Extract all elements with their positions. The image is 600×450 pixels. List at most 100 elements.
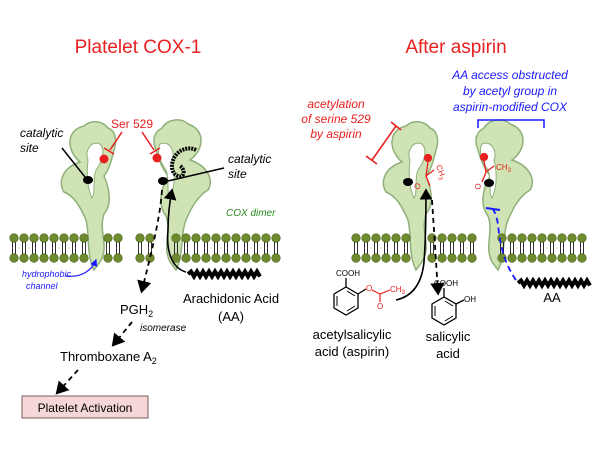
salicylic-label-2: acid bbox=[436, 346, 460, 361]
lipid-head bbox=[537, 233, 547, 243]
lipid-head bbox=[457, 233, 467, 243]
lipid-tail bbox=[460, 242, 464, 248]
arachidonic-acid-label-1: Arachidonic Acid bbox=[183, 291, 279, 306]
access-note-2: by acetyl group in bbox=[463, 84, 557, 98]
ser529-label: Ser 529 bbox=[111, 117, 153, 131]
lipid-tail bbox=[184, 242, 188, 248]
lipid-tail bbox=[204, 248, 208, 254]
lipid-tail bbox=[384, 248, 388, 254]
catalytic-cavity-left bbox=[86, 142, 104, 199]
lipid-tail bbox=[374, 242, 378, 248]
lipid-tail bbox=[224, 242, 228, 248]
lipid-tail bbox=[204, 242, 208, 248]
lipid-head bbox=[557, 233, 567, 243]
lipid-head bbox=[181, 233, 191, 243]
lipid-head bbox=[351, 233, 361, 243]
isomerase-label: isomerase bbox=[140, 323, 187, 334]
lipid-head bbox=[231, 253, 241, 263]
acetyl-group-left bbox=[423, 153, 435, 187]
lipid-head bbox=[577, 233, 587, 243]
lipid-tail bbox=[364, 242, 368, 248]
lipid-tail bbox=[530, 248, 534, 254]
lipid-tail bbox=[214, 242, 218, 248]
aspirin-structure bbox=[333, 278, 367, 316]
lipid-tail bbox=[364, 248, 368, 254]
lipid-tail bbox=[224, 248, 228, 254]
catalytic-site-label-right-1: catalytic bbox=[228, 152, 271, 166]
lipid-head bbox=[29, 253, 39, 263]
aspirin-label-1: acetylsalicylic bbox=[313, 327, 392, 342]
lipid-tail bbox=[174, 242, 178, 248]
lipid-tail bbox=[580, 242, 584, 248]
aspirin-ester-o: O bbox=[366, 284, 372, 293]
lipid-tail bbox=[194, 248, 198, 254]
thromboxane-dashed-arrow bbox=[111, 321, 133, 347]
pgh2-dashed-arrow bbox=[137, 189, 163, 294]
lipid-head bbox=[381, 253, 391, 263]
lipid-head bbox=[145, 233, 155, 243]
acetylation-note-3: by aspirin bbox=[310, 127, 362, 141]
access-note-1: AA access obstructed bbox=[451, 68, 568, 82]
lipid-head bbox=[103, 233, 113, 243]
ser529-pointer-left bbox=[109, 131, 123, 151]
lipid-tail bbox=[264, 242, 268, 248]
lipid-head bbox=[9, 233, 19, 243]
lipid-head bbox=[381, 233, 391, 243]
lipid-head bbox=[447, 253, 457, 263]
lipid-head bbox=[577, 253, 587, 263]
lipid-head bbox=[391, 233, 401, 243]
lipid-head bbox=[59, 233, 69, 243]
lipid-tail bbox=[42, 242, 46, 248]
lipid-head bbox=[9, 253, 19, 263]
lipid-head bbox=[507, 233, 517, 243]
lipid-head bbox=[567, 233, 577, 243]
arachidonic-acid-label-2: (AA) bbox=[218, 309, 244, 324]
lipid-tail bbox=[106, 242, 110, 248]
lipid-head bbox=[113, 233, 123, 243]
lipid-head bbox=[557, 253, 567, 263]
lipid-head bbox=[537, 253, 547, 263]
cox-monomer-right bbox=[153, 119, 211, 272]
lipid-tail bbox=[460, 248, 464, 254]
lipid-tail bbox=[580, 248, 584, 254]
catalytic-pointer-right bbox=[167, 167, 225, 182]
lipid-head bbox=[145, 253, 155, 263]
lipid-head bbox=[211, 253, 221, 263]
hydrophobic-channel-pointer bbox=[65, 258, 98, 277]
blocked-aa-path bbox=[491, 207, 517, 281]
acetyl-o-right: O bbox=[473, 183, 483, 191]
lipid-head bbox=[135, 253, 145, 263]
lipid-head bbox=[467, 253, 477, 263]
acetylation-note-1: acetylation bbox=[307, 97, 365, 111]
lipid-tail bbox=[354, 248, 358, 254]
aspirin-ch3: CH3 bbox=[390, 285, 406, 296]
catalytic-site-label-right-2: site bbox=[228, 167, 247, 181]
lipid-tail bbox=[22, 242, 26, 248]
lipid-head bbox=[201, 233, 211, 243]
lipid-tail bbox=[470, 242, 474, 248]
right-panel-title: After aspirin bbox=[405, 37, 506, 58]
lipid-head bbox=[19, 233, 29, 243]
lipid-head bbox=[191, 253, 201, 263]
acetyl-o-left: O bbox=[412, 182, 423, 191]
lipid-tail bbox=[138, 242, 142, 248]
lipid-tail bbox=[530, 242, 534, 248]
lipid-tail bbox=[106, 248, 110, 254]
lipid-tail bbox=[116, 248, 120, 254]
lipid-tail bbox=[22, 248, 26, 254]
lipid-tail bbox=[510, 242, 514, 248]
lipid-head bbox=[467, 233, 477, 243]
lipid-tail bbox=[214, 248, 218, 254]
lipid-head bbox=[221, 253, 231, 263]
catalytic-cavity-left-acetylated bbox=[408, 142, 426, 199]
lipid-head bbox=[271, 253, 281, 263]
lipid-head bbox=[251, 253, 261, 263]
lipid-tail bbox=[82, 242, 86, 248]
catalytic-site-label-left-1: catalytic bbox=[20, 126, 63, 140]
acetylation-note-2: of serine 529 bbox=[301, 112, 371, 126]
lipid-bilayer-right bbox=[351, 233, 587, 263]
lipid-tail bbox=[62, 248, 66, 254]
lipid-tail bbox=[234, 248, 238, 254]
lipid-head bbox=[19, 253, 29, 263]
lipid-tail bbox=[450, 248, 454, 254]
